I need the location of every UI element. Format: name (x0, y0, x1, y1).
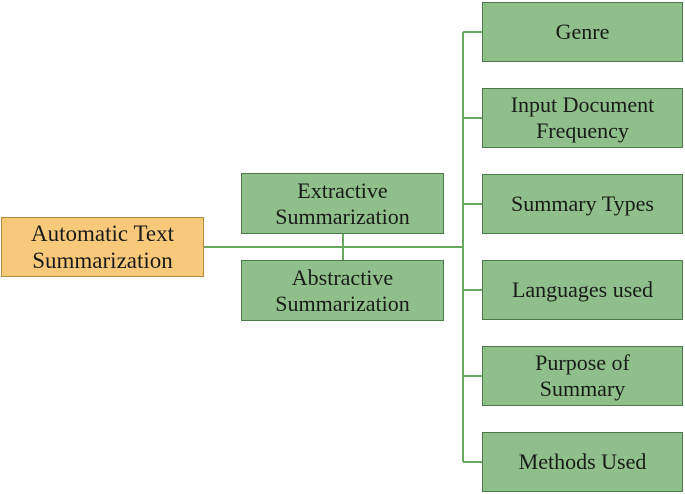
node-extractive-summarization: Extractive Summarization (241, 173, 444, 234)
node-methods-used: Methods Used (482, 432, 683, 492)
node-abstractive-summarization: Abstractive Summarization (241, 260, 444, 321)
node-input-document-frequency: Input Document Frequency (482, 88, 683, 148)
node-genre: Genre (482, 2, 683, 62)
node-languages-used: Languages used (482, 260, 683, 320)
root-node-automatic-text-summarization: Automatic Text Summarization (1, 217, 204, 277)
node-purpose-of-summary: Purpose of Summary (482, 346, 683, 406)
node-summary-types: Summary Types (482, 174, 683, 234)
